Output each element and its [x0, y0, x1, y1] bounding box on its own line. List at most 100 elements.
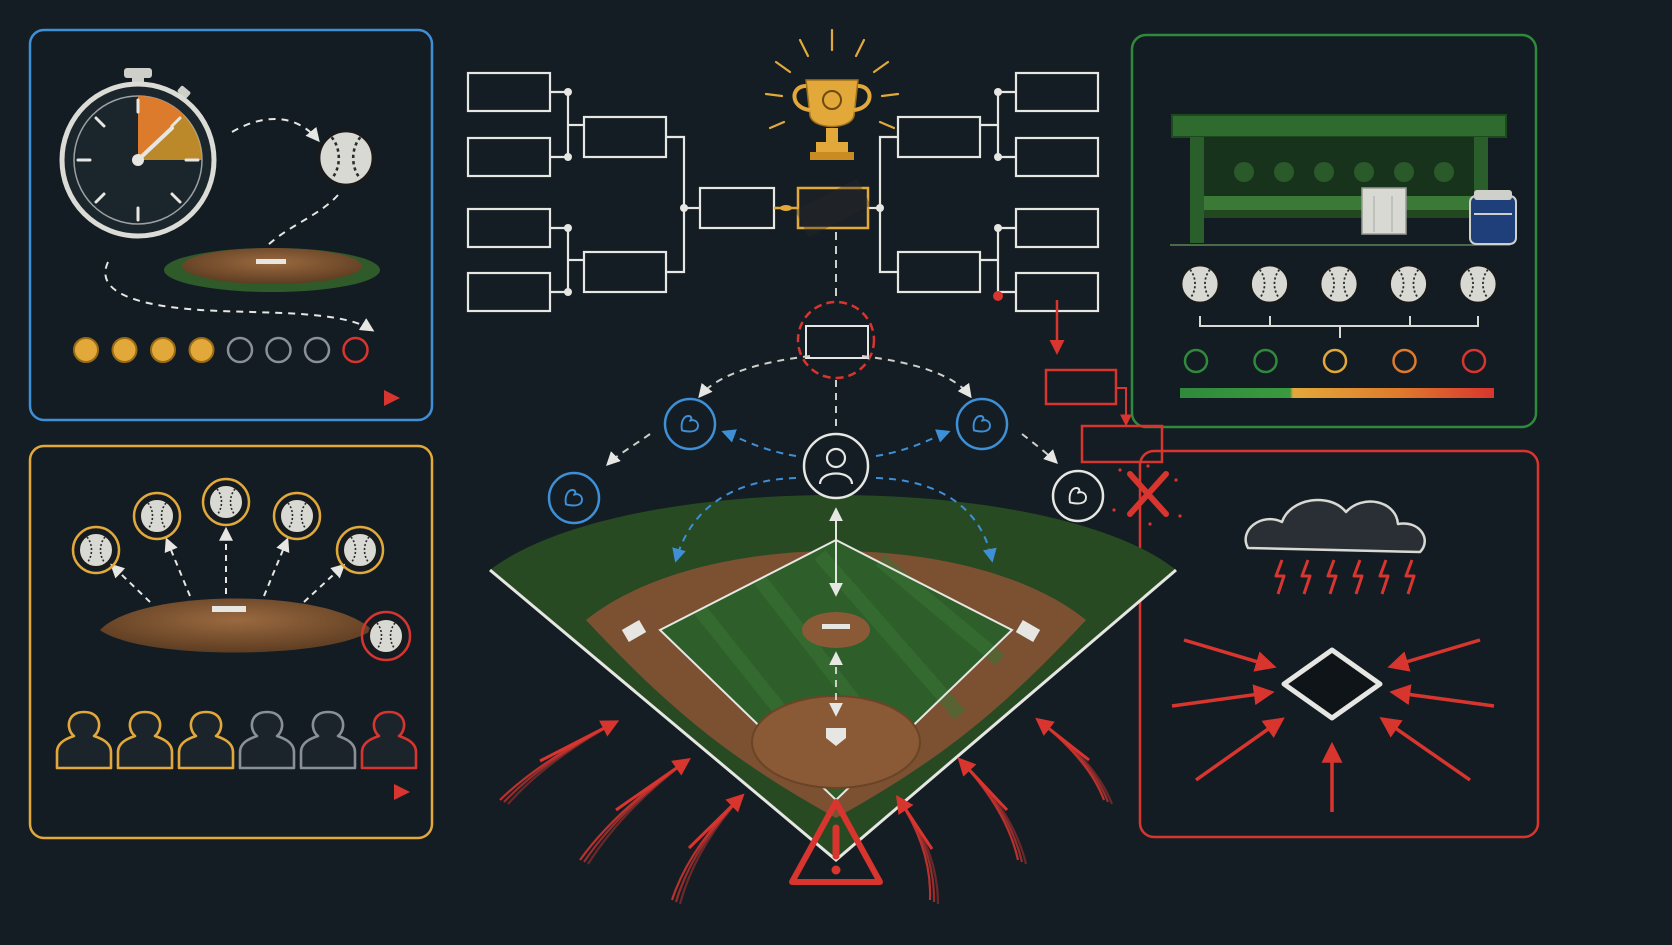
pitch-dot [188, 337, 215, 363]
bullpen-status-dot [1253, 348, 1278, 374]
pitch-clock-panel [28, 28, 434, 422]
stopwatch-icon [59, 68, 217, 239]
crowd-arrow-head [957, 757, 1009, 812]
bullpen-status-dot [1183, 348, 1209, 374]
storm-cloud-icon [1244, 498, 1426, 554]
return-path-arrow [104, 261, 375, 332]
baseball-icon [368, 618, 404, 654]
crowd-arrow-stroke [1037, 719, 1110, 803]
ball-to-mound-path [267, 194, 339, 246]
pitch-count-gauge [57, 784, 410, 800]
pitch-dot [342, 336, 369, 364]
pressure-arrow-icon [1183, 638, 1277, 672]
pitch-dots-row [73, 336, 369, 364]
pressure-arrows [1171, 638, 1495, 812]
baseball-icon [317, 129, 375, 187]
crowd-arrow-stroke [1037, 719, 1106, 801]
crowd-arrow-stroke [587, 759, 689, 865]
home-plate-icon [1281, 647, 1383, 721]
baseball-icon [78, 532, 114, 568]
pitch-dot [226, 336, 254, 364]
eliminated-x-icon [1127, 471, 1169, 517]
dugout-bench-icon [1170, 114, 1510, 246]
crowd-arrow-head [896, 795, 934, 850]
pitcher-silhouette-icon [55, 710, 113, 770]
baseball-icon [1249, 264, 1290, 304]
championship-box [774, 178, 871, 238]
elimination-path [1044, 300, 1182, 526]
pressure-arrow-icon [1171, 684, 1275, 708]
pitchers-mound-icon [100, 598, 372, 653]
manager-icon [802, 432, 870, 500]
crowd-arrow-stroke [959, 759, 1020, 861]
crowd-pressure-arrows [499, 717, 1114, 905]
relief-pitchers [547, 397, 1105, 525]
bullpen-fatigue-bar [1180, 388, 1494, 398]
pitch-spread-arrows [110, 526, 346, 603]
pitch-spread-balls [71, 477, 412, 662]
pitcher-row [55, 710, 418, 770]
pitch-count-panel [28, 444, 434, 840]
pressure-arrow-icon [1194, 717, 1285, 782]
lightning-icon [1274, 559, 1286, 595]
clock-to-ball-arrow [231, 118, 320, 143]
lightning-icon [1352, 559, 1364, 595]
pressure-arrow-icon [1387, 638, 1481, 672]
crowd-arrow-stroke [507, 721, 617, 805]
pitch-ring [132, 491, 182, 541]
lightning-bolts [1274, 559, 1416, 595]
bullpen-status-dot [1461, 348, 1487, 374]
trophy-icon [764, 28, 900, 160]
water-cooler-icon [1469, 190, 1517, 245]
pitch-dot [73, 337, 99, 363]
crowd-arrow-stroke [959, 759, 1024, 863]
pitch-ring-limit [360, 610, 412, 662]
tournament-bracket-icon [466, 71, 1100, 313]
decision-node [796, 300, 876, 380]
pitcher-silhouette-icon [116, 710, 174, 770]
pressure-arrow-icon [1389, 684, 1495, 708]
lightning-icon [1300, 559, 1312, 595]
weather-panel [1138, 449, 1540, 839]
weather-frame [1138, 449, 1540, 839]
relief-pitcher-icon [1051, 469, 1105, 523]
crowd-arrow-head [1035, 717, 1090, 762]
pitch-ring [71, 525, 121, 575]
decision-arrows [606, 355, 1058, 717]
relief-pitcher-icon [547, 471, 601, 525]
lightning-icon [1326, 559, 1338, 595]
pitch-dot [150, 337, 176, 363]
crowd-arrow-stroke [678, 795, 743, 905]
pitch-ring [272, 491, 322, 541]
pressure-arrow-icon [1379, 717, 1471, 782]
pitch-ring [201, 477, 251, 527]
lightning-icon [1378, 559, 1390, 595]
pitch-dot [265, 336, 292, 364]
baseball-icon [1180, 264, 1220, 304]
pitch-clock-gauge [69, 390, 400, 406]
pitcher-silhouette-icon [299, 710, 357, 770]
baseball-icon [342, 532, 378, 568]
baseball-icon [1388, 264, 1429, 304]
pitcher-silhouette-icon [238, 710, 296, 770]
crowd-arrow-stroke [897, 797, 940, 905]
pitch-arrow [303, 563, 346, 603]
crowd-arrow-head [615, 757, 691, 812]
relief-pitcher-icon [955, 397, 1009, 451]
pitch-dot [111, 337, 138, 363]
pitch-arrow [110, 563, 151, 603]
pitcher-silhouette-icon [177, 710, 235, 770]
baseball-icon [1458, 264, 1498, 304]
relief-pitcher-icon [663, 397, 717, 451]
towel-icon [1361, 187, 1407, 235]
bullpen-bracket [1199, 316, 1479, 338]
bullpen-status-dot [1392, 348, 1417, 374]
pitcher-silhouette-icon [360, 710, 418, 770]
pitch-dot [303, 336, 331, 364]
pitch-ring [335, 525, 385, 575]
crowd-arrow-head [687, 793, 745, 850]
baseball-icon [208, 484, 244, 520]
baseball-icon [139, 498, 175, 534]
